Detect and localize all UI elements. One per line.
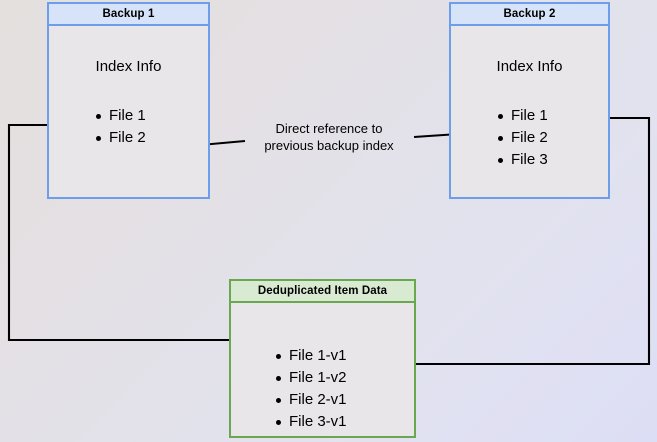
list-item: File 1 [495, 105, 608, 127]
node-backup-1-header: Backup 1 [49, 4, 208, 26]
list-item: File 1-v1 [273, 345, 414, 367]
deduplicated-file-list: File 1-v1 File 1-v2 File 2-v1 File 3-v1 [273, 345, 414, 433]
backup-2-file-list: File 1 File 2 File 3 [495, 105, 608, 171]
node-deduplicated-item-data[interactable]: Deduplicated Item Data File 1-v1 File 1-… [229, 279, 416, 438]
node-backup-1-body: Index Info File 1 File 2 [49, 58, 208, 149]
list-item: File 2-v1 [273, 389, 414, 411]
edge-label-line-1: Direct reference to [275, 121, 383, 136]
edge-label-direct-reference: Direct reference to previous backup inde… [249, 120, 409, 154]
connector-backup2-file1-to-dedup [378, 116, 651, 368]
node-deduplicated-item-data-body: File 1-v1 File 1-v2 File 2-v1 File 3-v1 [231, 345, 414, 433]
backup-1-index-info-label: Index Info [95, 58, 162, 75]
edge-label-line-2: previous backup index [264, 138, 394, 153]
list-item: File 2 [93, 127, 208, 149]
backup-1-file-list: File 1 File 2 [93, 105, 208, 149]
list-item: File 1 [93, 105, 208, 127]
list-item: File 1-v2 [273, 367, 414, 389]
list-item: File 2 [495, 127, 608, 149]
list-item: File 3-v1 [273, 411, 414, 433]
node-backup-2-header: Backup 2 [451, 4, 608, 26]
node-backup-1[interactable]: Backup 1 Index Info File 1 File 2 [47, 2, 210, 199]
backup-2-index-info-label: Index Info [496, 58, 563, 75]
node-deduplicated-item-data-header: Deduplicated Item Data [231, 281, 414, 303]
node-backup-2-body: Index Info File 1 File 2 File 3 [451, 58, 608, 171]
node-backup-2[interactable]: Backup 2 Index Info File 1 File 2 File 3 [449, 2, 610, 199]
list-item: File 3 [495, 149, 608, 171]
